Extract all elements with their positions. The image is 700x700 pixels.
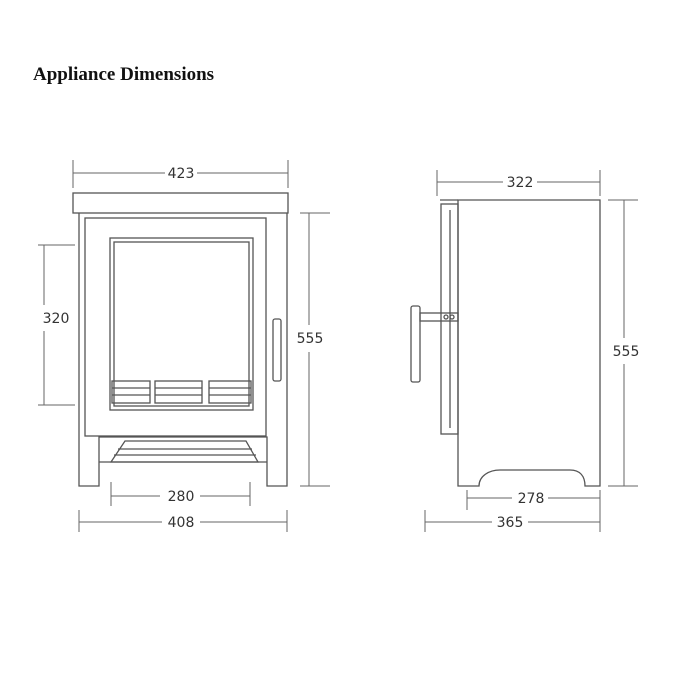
front-glass-inner	[113, 241, 250, 407]
dim-front-top-width: 423	[168, 166, 195, 182]
dim-front-body-width: 408	[168, 515, 195, 531]
log-fuel-bed	[111, 380, 252, 404]
dim-front-height: 555	[297, 331, 324, 347]
door-handle	[272, 318, 282, 382]
bottom-vent-grille	[109, 440, 260, 463]
dim-front-base-width: 280	[168, 489, 195, 505]
front-body-outline	[78, 213, 288, 487]
diagram-title: Appliance Dimensions	[33, 64, 215, 85]
side-view	[410, 199, 601, 487]
dim-side-height: 555	[613, 344, 640, 360]
front-glass-window	[109, 237, 254, 411]
front-door-frame	[84, 217, 267, 437]
dim-side-base-depth: 278	[518, 491, 545, 507]
front-view	[72, 192, 289, 487]
front-top-plate	[72, 192, 289, 214]
dim-side-overall-depth: 365	[497, 515, 524, 531]
side-body-outline	[457, 199, 601, 487]
side-handle	[410, 305, 459, 383]
dim-side-top-depth: 322	[507, 175, 534, 191]
dim-front-opening-height: 320	[43, 311, 70, 327]
